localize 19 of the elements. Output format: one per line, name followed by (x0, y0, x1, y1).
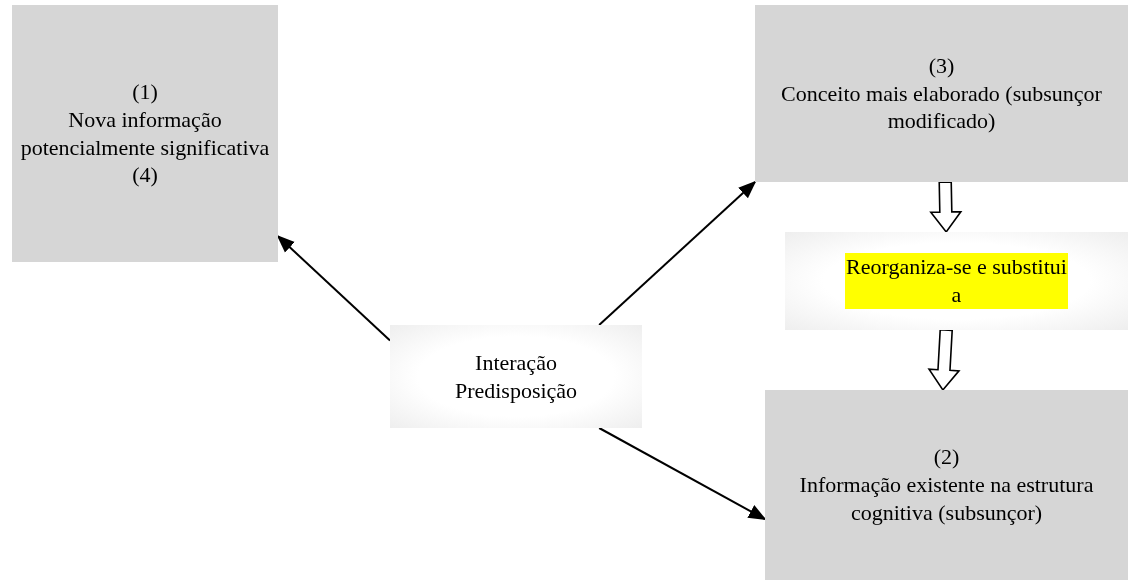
node-text: Informação existente na estrutura cognitiva (subsunçor) (798, 471, 1095, 527)
block-arrow (927, 328, 961, 392)
interaction-box (390, 325, 642, 428)
node-text: Predisposição (454, 376, 578, 405)
process-box (785, 232, 1128, 330)
arrow (598, 180, 757, 326)
node-text: (2) (933, 443, 960, 472)
node-text: Conceito mais elaborado (subsunçor modificado) (780, 79, 1103, 136)
node-text: Interação (475, 348, 557, 377)
info-box (12, 5, 278, 262)
node-text: (3) (928, 51, 955, 80)
node-text: (4) (132, 161, 158, 190)
node-text: (1) (132, 77, 158, 106)
info-box (765, 390, 1128, 580)
highlighted-text: Reorganiza-se e substitui a (845, 253, 1068, 309)
block-arrow (929, 181, 963, 234)
arrow (598, 427, 767, 521)
node-text: Nova informação potencialmente significativa (20, 105, 270, 162)
concept-box (755, 5, 1128, 182)
